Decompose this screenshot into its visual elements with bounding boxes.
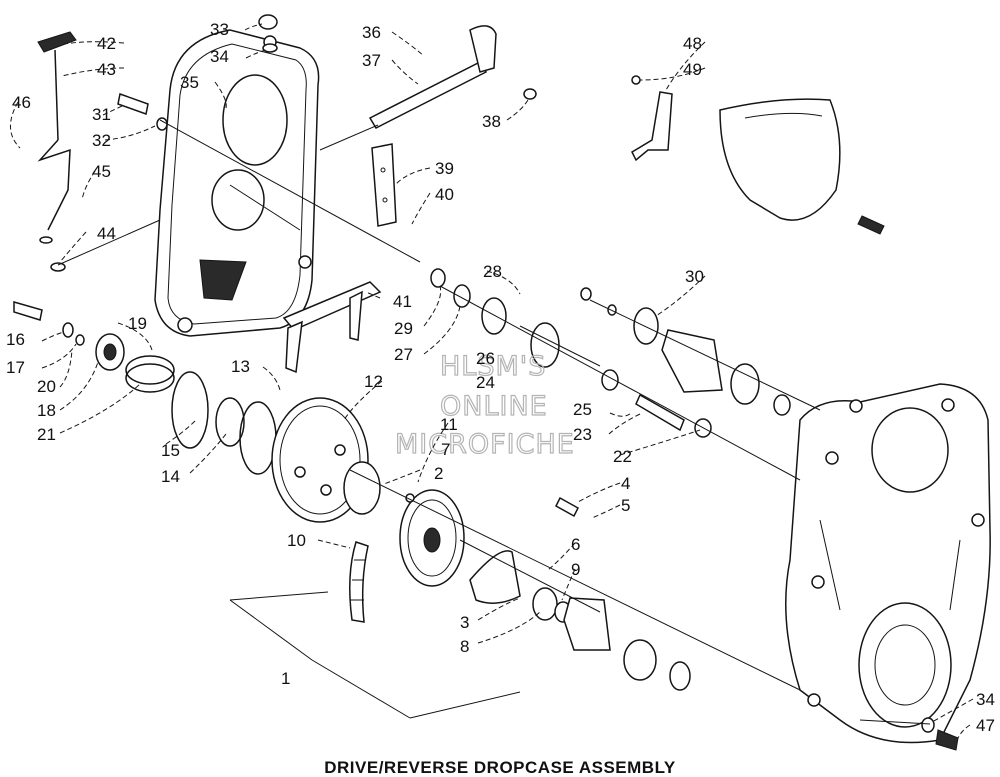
callout-4: 4	[621, 474, 630, 493]
callout-23: 23	[573, 425, 592, 444]
watermark: HLSM'S ONLINE MICROFICHE	[394, 350, 575, 460]
callout-27: 27	[394, 345, 413, 364]
callout-34: 34	[210, 47, 229, 66]
callout-24: 24	[476, 373, 495, 392]
callout-40: 40	[435, 185, 454, 204]
callout-19: 19	[128, 314, 147, 333]
callout-37: 37	[362, 51, 381, 70]
dropcase-cover	[154, 29, 320, 337]
callout-48: 48	[683, 34, 702, 53]
callout-31: 31	[92, 105, 111, 124]
callout-38: 38	[482, 112, 501, 131]
diagram-caption: DRIVE/REVERSE DROPCASE ASSEMBLY	[324, 758, 676, 777]
callout-16: 16	[6, 330, 25, 349]
callout-22: 22	[613, 447, 632, 466]
callout-8: 8	[460, 637, 469, 656]
callout-44: 44	[97, 224, 116, 243]
callout-12: 12	[364, 372, 383, 391]
caliper-bracket	[631, 75, 885, 235]
callout-9: 9	[571, 560, 580, 579]
callout-1: 1	[281, 669, 290, 688]
dropcase-housing	[785, 383, 991, 744]
gear-set	[171, 371, 381, 523]
callout-2: 2	[434, 464, 443, 483]
callout-11: 11	[440, 415, 458, 434]
callout-45: 45	[92, 162, 111, 181]
callout-39: 39	[435, 159, 454, 178]
callout-3: 3	[460, 613, 469, 632]
assembly-axis-lines	[57, 119, 931, 725]
watermark-line-1: HLSM'S	[440, 351, 546, 382]
callout-10: 10	[287, 531, 306, 550]
callout-17: 17	[6, 358, 25, 377]
callout-36: 36	[362, 23, 381, 42]
callout-21: 21	[37, 425, 56, 444]
callout-28: 28	[483, 262, 502, 281]
callout-33: 33	[210, 20, 229, 39]
callout-labels: 1 2 3 4 5 6 7 8 9 10 11 12 13 14 15 16 1…	[6, 20, 995, 735]
left-bolt-stack	[13, 301, 175, 393]
drive-gear-set	[399, 489, 579, 623]
callout-5: 5	[621, 496, 630, 515]
callout-14: 14	[161, 467, 180, 486]
misc-hardware	[117, 14, 278, 131]
callout-43: 43	[97, 60, 116, 79]
callout-13: 13	[231, 357, 250, 376]
idler-gear-set	[430, 268, 712, 438]
callout-15: 15	[161, 441, 180, 460]
callout-29: 29	[394, 319, 413, 338]
callout-34-lower: 34	[976, 690, 995, 709]
callout-46: 46	[12, 93, 31, 112]
callout-41: 41	[393, 292, 412, 311]
callout-32: 32	[92, 131, 111, 150]
callout-25: 25	[573, 400, 592, 419]
dipstick-assembly	[37, 31, 77, 272]
callout-7: 7	[441, 440, 450, 459]
callout-6: 6	[571, 535, 580, 554]
shift-fork	[282, 281, 382, 374]
callout-30: 30	[685, 267, 704, 286]
callout-35: 35	[180, 73, 199, 92]
callout-49: 49	[683, 60, 702, 79]
callout-20: 20	[37, 377, 56, 396]
shift-shaft	[368, 25, 537, 129]
callout-47: 47	[976, 716, 995, 735]
callout-leaders	[10, 23, 974, 739]
watermark-line-2: ONLINE	[440, 391, 548, 422]
bracket	[371, 143, 397, 227]
watermark-line-3: MICROFICHE	[395, 429, 575, 460]
upper-right-gear	[580, 287, 791, 416]
callout-42: 42	[97, 34, 116, 53]
callout-18: 18	[37, 401, 56, 420]
callout-26: 26	[476, 349, 495, 368]
drive-chain	[349, 541, 369, 623]
